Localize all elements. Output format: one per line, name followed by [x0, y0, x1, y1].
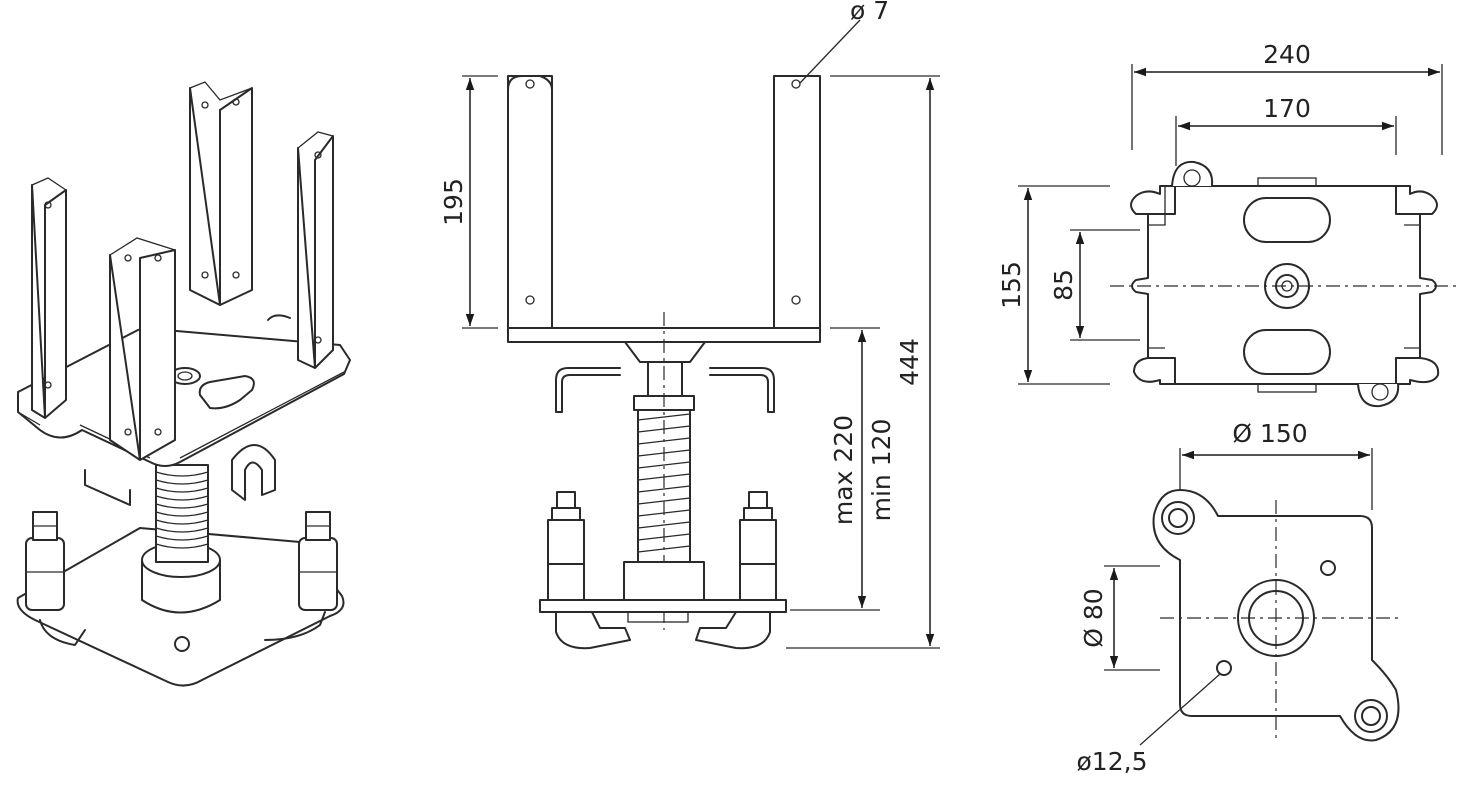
iso-bolt-right [298, 511, 338, 611]
side-base-plate [539, 599, 787, 613]
top-slot-upper [1243, 197, 1331, 243]
side-flange-nut [624, 341, 706, 363]
iso-upright-back [189, 81, 253, 306]
iso-upright-left [31, 177, 67, 419]
top-plate-outline [1130, 185, 1440, 385]
side-hole [791, 295, 801, 305]
side-bolt-right [739, 491, 777, 601]
dim-hole-7-label: ø 7 [850, 0, 889, 25]
side-view: 195 444 max 220 min 120 ø 7 [439, 0, 940, 650]
side-hole [791, 79, 801, 89]
isometric-view [16, 81, 351, 687]
iso-thread-lines [155, 471, 209, 549]
top-view: 240 170 155 85 [997, 40, 1460, 408]
iso-clamp [231, 444, 276, 501]
base-hole [1216, 660, 1232, 676]
dim-max-label: max 220 [829, 415, 858, 525]
side-hole [525, 79, 535, 89]
side-bolt-left [547, 491, 585, 601]
dim-195-label: 195 [439, 178, 468, 226]
side-base-nut [623, 561, 705, 601]
iso-upright-front [109, 237, 176, 461]
dim-444-label: 444 [895, 338, 924, 386]
iso-slot [198, 375, 255, 410]
iso-bolt-left [25, 511, 65, 611]
side-wing-right [773, 75, 821, 329]
dim-155-label: 155 [997, 261, 1026, 309]
base-view: Ø 150 Ø 80 ø12,5 [1077, 419, 1400, 776]
side-foot-clip [555, 611, 631, 650]
dim-hole-12-5-label: ø12,5 [1077, 747, 1148, 776]
dim-170-label: 170 [1263, 94, 1311, 123]
base-bolt-lower [1354, 699, 1388, 733]
base-bolt-upper [1161, 501, 1195, 535]
base-hole [1320, 560, 1336, 576]
iso-base-foot [264, 611, 326, 641]
iso-upright-right [297, 131, 334, 369]
dim-240-label: 240 [1263, 40, 1311, 69]
iso-base-foot [39, 619, 86, 646]
dim-min-label: min 120 [867, 419, 896, 522]
iso-notch [267, 314, 291, 321]
iso-clamp [84, 469, 131, 506]
dim-150-label: Ø 150 [1232, 419, 1307, 448]
side-hex-nut [647, 361, 683, 399]
side-hole [525, 295, 535, 305]
dim-85-label: 85 [1049, 269, 1078, 301]
iso-base-hole [174, 636, 190, 652]
side-foot-clip [695, 611, 771, 650]
top-slot-lower [1243, 329, 1331, 375]
dim-80-label: Ø 80 [1079, 588, 1108, 647]
side-hook-left [555, 367, 621, 413]
side-hook-right [709, 367, 775, 413]
side-wing-left [507, 75, 553, 329]
